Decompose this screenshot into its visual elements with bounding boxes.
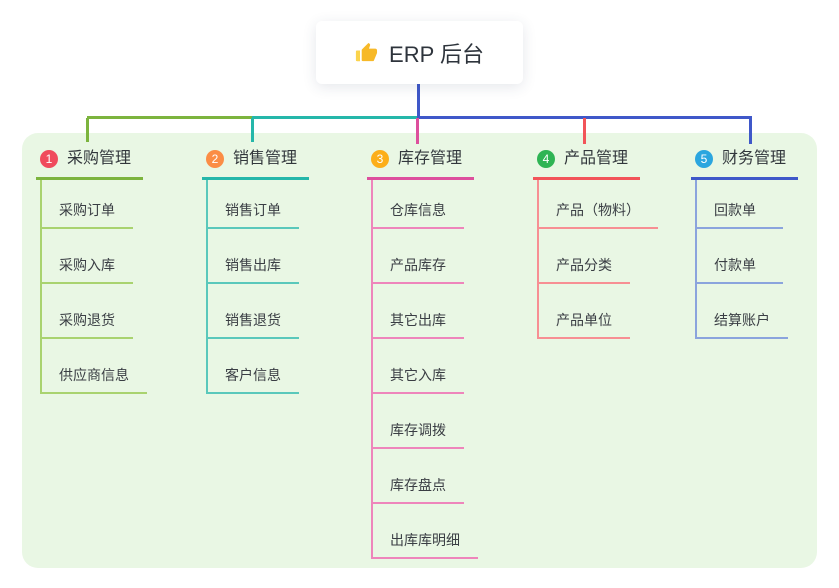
branch-number-badge: 3 [371, 150, 389, 168]
child-node[interactable]: 库存调拨 [373, 394, 464, 449]
child-node[interactable]: 采购退货 [42, 284, 133, 339]
branch-children: 回款单付款单结算账户 [695, 180, 788, 339]
child-node[interactable]: 产品（物料） [539, 180, 658, 229]
branch-children: 产品（物料）产品分类产品单位 [537, 180, 658, 339]
child-node[interactable]: 其它入库 [373, 339, 464, 394]
branch-number-badge: 4 [537, 150, 555, 168]
child-node[interactable]: 采购订单 [42, 180, 133, 229]
branch-node-1: 1 采购管理 采购订单采购入库采购退货供应商信息 [36, 146, 147, 394]
branch-header[interactable]: 1 采购管理 [36, 146, 144, 180]
connector-line [252, 116, 419, 119]
branch-header[interactable]: 3 库存管理 [367, 146, 475, 180]
child-node[interactable]: 销售出库 [208, 229, 299, 284]
branch-header[interactable]: 2 销售管理 [202, 146, 310, 180]
branch-children: 采购订单采购入库采购退货供应商信息 [40, 180, 147, 394]
child-node[interactable]: 仓库信息 [373, 180, 464, 229]
child-node[interactable]: 产品分类 [539, 229, 630, 284]
child-node[interactable]: 客户信息 [208, 339, 299, 394]
child-node[interactable]: 产品单位 [539, 284, 630, 339]
root-node[interactable]: ERP 后台 [316, 21, 523, 84]
root-node-label: ERP 后台 [389, 41, 484, 67]
child-node[interactable]: 销售订单 [208, 180, 299, 229]
branch-node-5: 5 财务管理 回款单付款单结算账户 [691, 146, 799, 339]
child-node[interactable]: 供应商信息 [42, 339, 147, 394]
branch-number-badge: 5 [695, 150, 713, 168]
child-node[interactable]: 采购入库 [42, 229, 133, 284]
child-node[interactable]: 付款单 [697, 229, 783, 284]
branch-label: 采购管理 [67, 150, 132, 167]
connector-line [417, 116, 752, 119]
child-node[interactable]: 产品库存 [373, 229, 464, 284]
branch-children: 仓库信息产品库存其它出库其它入库库存调拨库存盘点出库库明细 [371, 180, 478, 559]
connector-line [583, 118, 586, 144]
connector-line [86, 118, 89, 142]
branch-label: 销售管理 [233, 150, 298, 167]
branch-children: 销售订单销售出库销售退货客户信息 [206, 180, 299, 394]
branches-panel [22, 133, 817, 568]
connector-line [87, 116, 254, 119]
child-node[interactable]: 库存盘点 [373, 449, 464, 504]
child-node[interactable]: 结算账户 [697, 284, 788, 339]
branch-node-4: 4 产品管理 产品（物料）产品分类产品单位 [533, 146, 658, 339]
connector-line [416, 118, 419, 144]
branch-header[interactable]: 5 财务管理 [691, 146, 799, 180]
branch-number-badge: 1 [40, 150, 58, 168]
child-node[interactable]: 销售退货 [208, 284, 299, 339]
branch-header[interactable]: 4 产品管理 [533, 146, 641, 180]
branch-node-3: 3 库存管理 仓库信息产品库存其它出库其它入库库存调拨库存盘点出库库明细 [367, 146, 478, 559]
child-node[interactable]: 出库库明细 [373, 504, 478, 559]
connector-line [749, 118, 752, 144]
branch-label: 财务管理 [722, 150, 787, 167]
child-node[interactable]: 其它出库 [373, 284, 464, 339]
connector-line [251, 118, 254, 142]
child-node[interactable]: 回款单 [697, 180, 783, 229]
connector-line [417, 84, 420, 118]
branch-number-badge: 2 [206, 150, 224, 168]
branch-label: 库存管理 [398, 150, 463, 167]
branch-node-2: 2 销售管理 销售订单销售出库销售退货客户信息 [202, 146, 310, 394]
branch-label: 产品管理 [564, 150, 629, 167]
thumbs-up-icon [355, 41, 378, 64]
